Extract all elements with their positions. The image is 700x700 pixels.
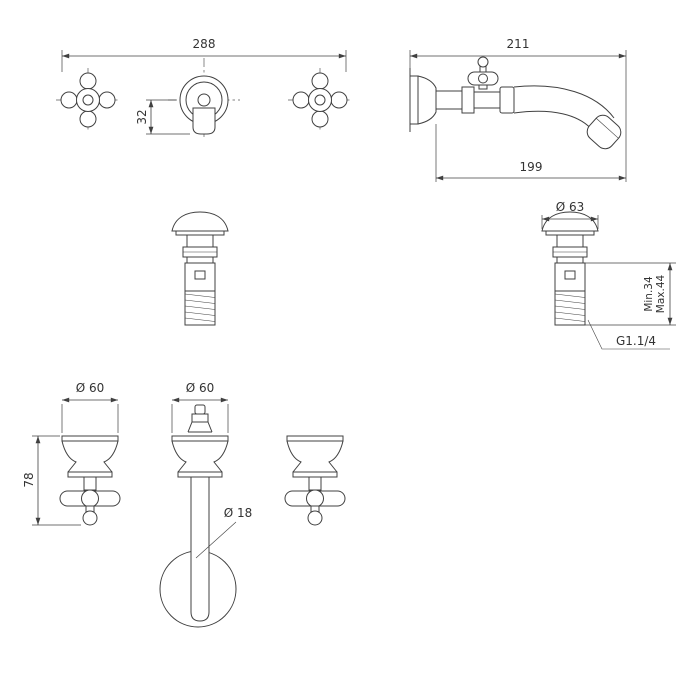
dim-288-label: 288 <box>193 37 216 51</box>
dim-max44-label: Max.44 <box>655 274 667 313</box>
dim-32-label: 32 <box>135 109 149 124</box>
dim-78-label: 78 <box>22 472 36 487</box>
waste-dimensions: Ø 63 Min.34 Max.44 G1.1/4 <box>541 200 676 350</box>
dim-d63-label: Ø 63 <box>556 200 585 214</box>
left-handle-front <box>55 67 121 133</box>
cross-ornament <box>467 56 499 90</box>
dim-211-label: 211 <box>507 37 530 51</box>
front-view: 288 32 <box>55 37 353 140</box>
waste-left-view <box>171 211 229 326</box>
aerator-tip <box>586 114 622 150</box>
spout-bottom-view: Ø 60 Ø 18 <box>159 381 253 628</box>
dim-d60-handle-label: Ø 60 <box>76 381 105 395</box>
handle-side-left-view: Ø 60 78 <box>22 381 121 526</box>
dim-d60-spout-label: Ø 60 <box>186 381 215 395</box>
waste-right-view <box>541 211 599 326</box>
dim-199-label: 199 <box>520 160 543 174</box>
spout-front <box>168 58 240 140</box>
spout-side-view: 211 199 <box>409 37 627 182</box>
spout-tube <box>190 476 210 622</box>
dim-min34-label: Min.34 <box>643 276 655 312</box>
thread-g114-label: G1.1/4 <box>616 334 656 348</box>
handle-side-right-view <box>284 435 346 526</box>
dim-d18-label: Ø 18 <box>224 506 253 520</box>
right-handle-front <box>287 67 353 133</box>
